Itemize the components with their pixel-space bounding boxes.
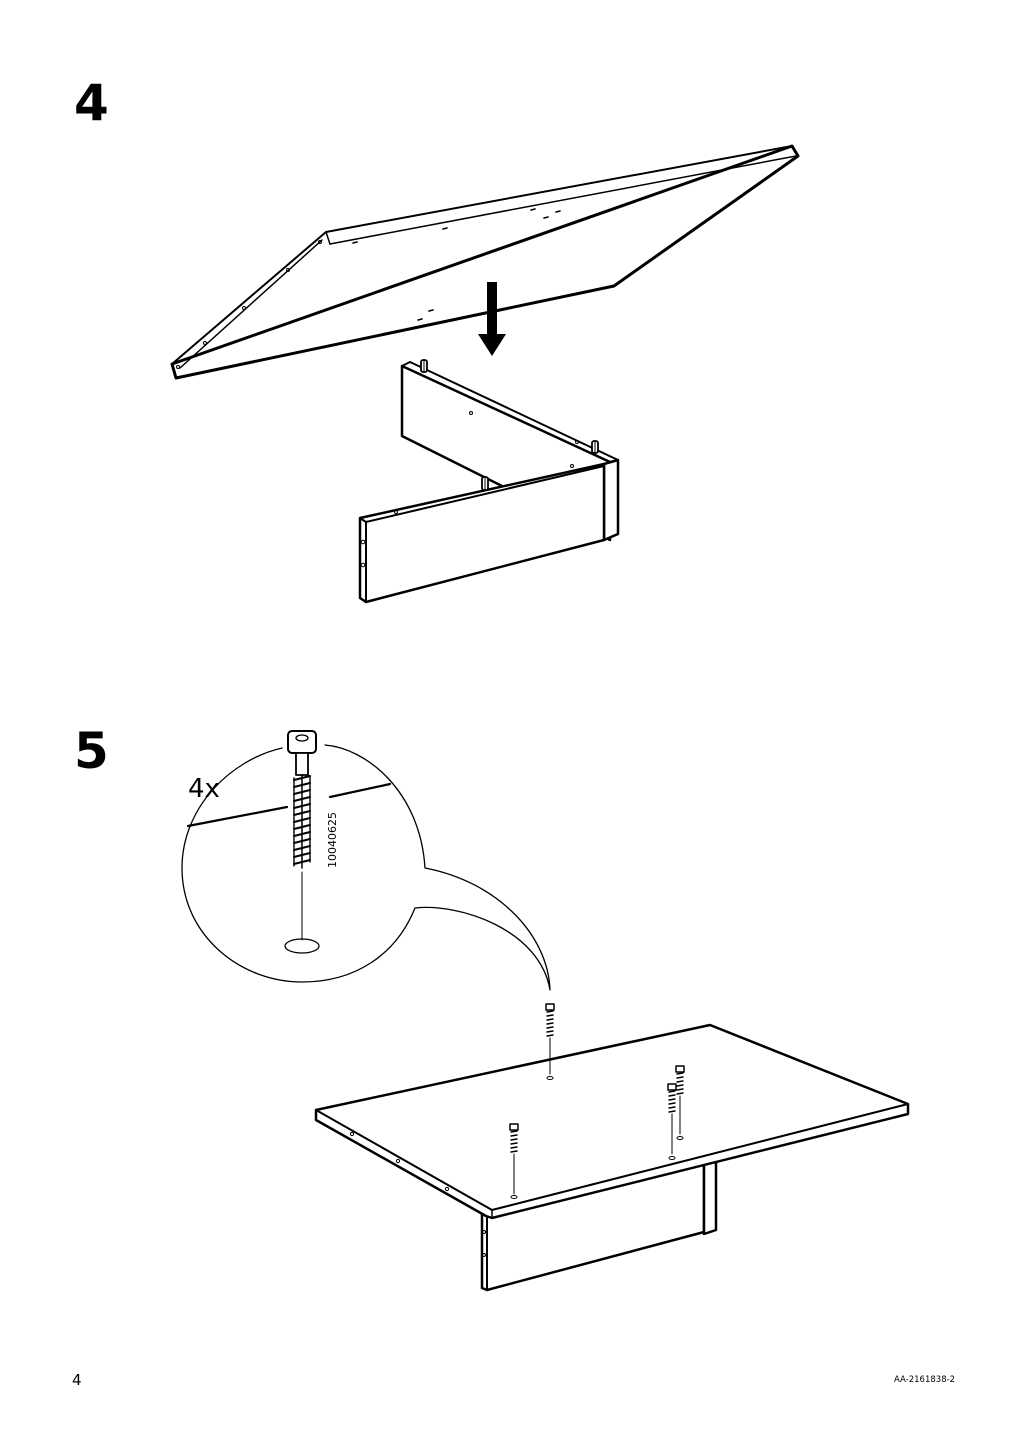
screw-icon bbox=[675, 1065, 685, 1140]
dowel bbox=[591, 440, 599, 454]
screw-icon bbox=[509, 1123, 519, 1199]
dowel bbox=[420, 359, 428, 373]
dowel bbox=[481, 476, 489, 491]
front-panel bbox=[358, 462, 606, 604]
down-arrow-icon bbox=[478, 282, 506, 356]
frame-panels bbox=[358, 359, 620, 604]
screw-icon bbox=[545, 1003, 555, 1080]
step-4-illustration bbox=[170, 144, 800, 604]
quantity-label: 4x bbox=[188, 774, 220, 804]
screw-icon bbox=[287, 730, 317, 869]
step-4-number: 4 bbox=[74, 74, 109, 132]
part-number-label: 10040625 bbox=[326, 812, 339, 868]
screw-icon bbox=[667, 1083, 677, 1160]
detail-circle: 4x 10040625 bbox=[181, 730, 551, 991]
step-5-illustration: 4x 10040625 bbox=[181, 730, 910, 1292]
step-5-number: 5 bbox=[74, 722, 109, 780]
table-top bbox=[314, 1023, 910, 1220]
top-panel bbox=[170, 144, 800, 380]
document-code: AA-2161838-2 bbox=[894, 1375, 956, 1385]
page-number: 4 bbox=[72, 1371, 82, 1389]
